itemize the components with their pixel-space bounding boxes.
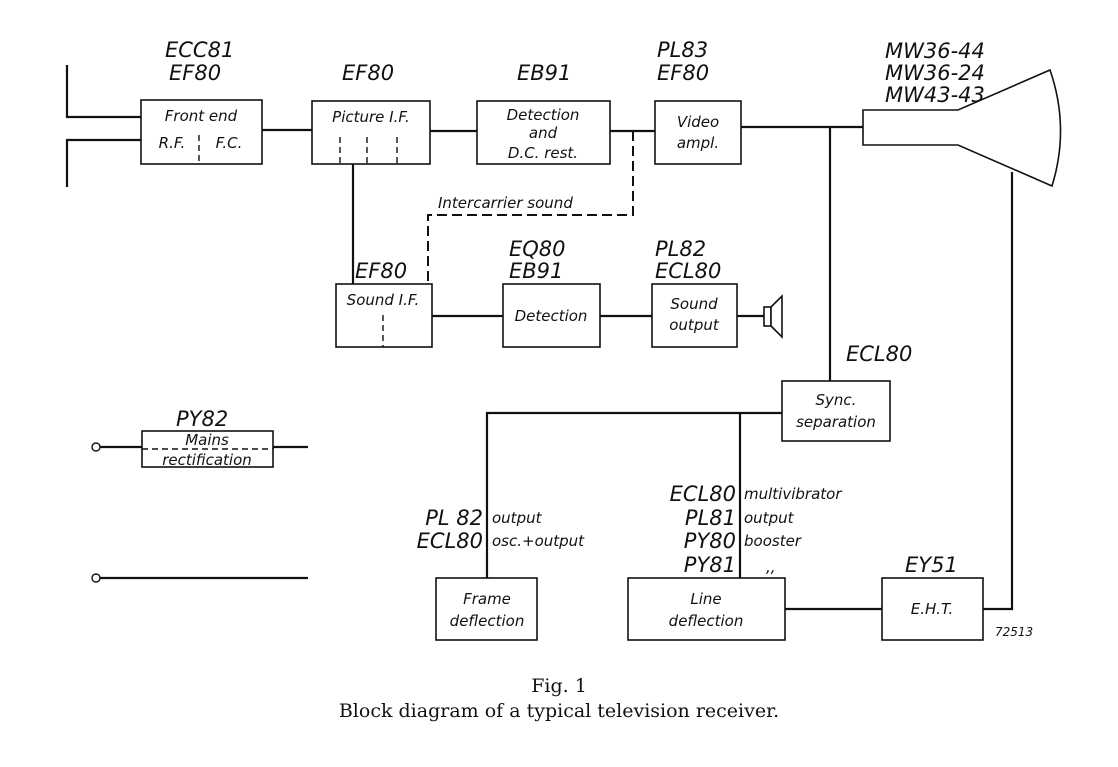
connector-sync-frame <box>485 411 782 578</box>
block-label: F.C. <box>216 134 243 152</box>
tube-label: EB91 <box>509 259 563 283</box>
tube-label: EF80 <box>342 61 394 85</box>
tube-label: EQ80 <box>509 237 566 261</box>
tube-label: EF80 <box>169 61 221 85</box>
intercarrier-sound-path <box>427 131 634 284</box>
mains-second-line <box>91 573 308 583</box>
tube-label: PL82 <box>655 237 706 261</box>
block-label: Front end <box>165 107 238 125</box>
picture-if-block: EF80 Picture I.F. <box>311 61 431 165</box>
block-label: Frame <box>463 590 511 608</box>
frame-deflection-block: Frame deflection PL 82 ECL80 output osc.… <box>417 506 585 641</box>
crt-tube-1: MW36-44 <box>885 39 985 63</box>
block-label: separation <box>796 413 876 431</box>
tube-label: PL81 <box>685 506 736 530</box>
role-label: booster <box>744 532 802 550</box>
line-deflection-block: Line deflection ECL80 PL81 PY80 PY81 mul… <box>627 482 842 641</box>
block-label: Picture I.F. <box>332 108 410 126</box>
sound-detection-block: EQ80 EB91 Detection <box>502 237 601 348</box>
tube-label: EF80 <box>657 61 709 85</box>
block-label: Sync. <box>816 391 857 409</box>
crt-tube-3: MW43-43 <box>885 83 985 107</box>
antenna-input-line-1 <box>65 65 141 119</box>
tube-label: PY82 <box>176 407 228 431</box>
tube-label: PL83 <box>657 38 708 62</box>
block-label: D.C. rest. <box>508 144 578 162</box>
tube-label: ECL80 <box>655 259 721 283</box>
tube-label: PY81 <box>684 553 736 577</box>
block-label: R.F. <box>159 134 186 152</box>
tube-label: ECL80 <box>846 342 912 366</box>
tube-label: EF80 <box>355 259 407 283</box>
video-ampl-block: PL83 EF80 Video ampl. <box>654 38 742 165</box>
tube-label: EB91 <box>517 61 571 85</box>
crt-tube-2: MW36-24 <box>885 61 985 85</box>
role-label: ,, <box>766 558 776 576</box>
tube-label: ECC81 <box>165 38 234 62</box>
picture-tube-icon <box>862 68 1062 188</box>
role-label: multivibrator <box>744 485 842 503</box>
tube-label: ECL80 <box>417 529 483 553</box>
tube-label: EY51 <box>905 553 958 577</box>
block-label: E.H.T. <box>911 600 953 618</box>
block-label: Sound I.F. <box>347 291 420 309</box>
caption-fig: Fig. 1 <box>531 675 587 697</box>
sound-output-block: PL82 ECL80 Sound output <box>651 237 738 348</box>
caption-text: Block diagram of a typical television re… <box>339 700 779 722</box>
block-label: Video <box>677 113 719 131</box>
speaker-icon <box>763 294 783 339</box>
mains-rectification-block: PY82 Mains rectification <box>91 407 308 469</box>
block-label: Detection <box>515 307 588 325</box>
tube-label: PL 82 <box>425 506 483 530</box>
role-label: output <box>744 509 795 527</box>
sound-if-block: EF80 Sound I.F. <box>335 259 433 348</box>
role-label: osc.+output <box>492 532 585 550</box>
tube-label: PY80 <box>684 529 736 553</box>
antenna-input-line-2 <box>65 138 141 187</box>
tube-label: ECL80 <box>670 482 736 506</box>
terminal-icon <box>91 573 101 583</box>
eht-block: EY51 E.H.T. <box>881 553 984 641</box>
figure-number: 72513 <box>995 625 1033 639</box>
block-label: Line <box>690 590 721 608</box>
block-label: deflection <box>669 612 744 630</box>
block-label: ampl. <box>677 134 719 152</box>
terminal-icon <box>91 442 101 452</box>
connector-eht-crt <box>983 172 1014 611</box>
front-end-block: ECC81 EF80 Front end R.F. F.C. <box>140 38 263 165</box>
block-label: deflection <box>450 612 525 630</box>
detection-dc-block: EB91 Detection and D.C. rest. <box>476 61 611 165</box>
intercarrier-label: Intercarrier sound <box>438 194 573 212</box>
role-label: output <box>492 509 543 527</box>
block-label: Mains <box>185 431 229 449</box>
block-label: Sound <box>670 295 718 313</box>
block-label: rectification <box>162 451 252 469</box>
sync-separation-block: ECL80 Sync. separation <box>781 342 912 442</box>
block-label: and <box>529 124 558 142</box>
block-label: Detection <box>507 106 580 124</box>
block-label: output <box>669 316 720 334</box>
